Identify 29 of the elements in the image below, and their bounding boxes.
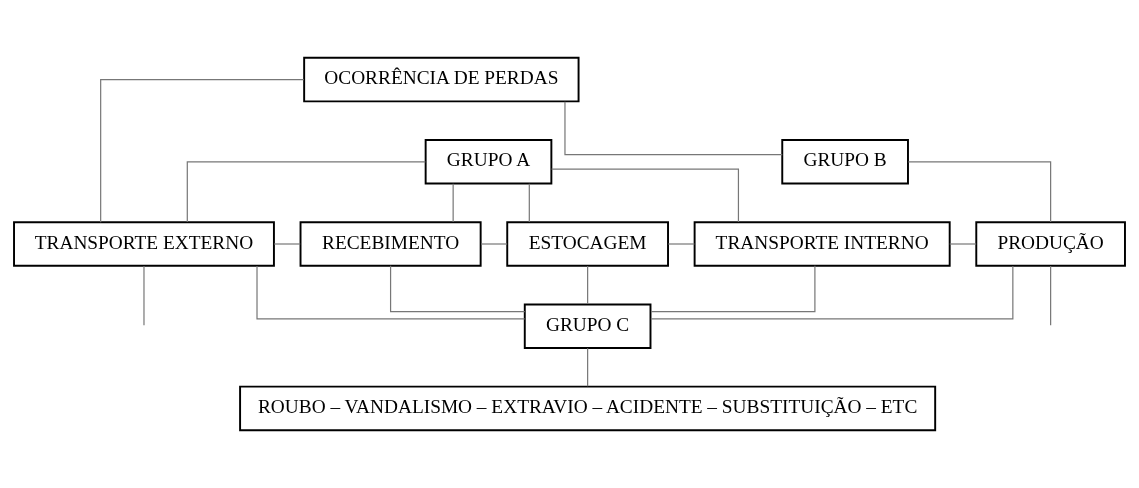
connector bbox=[256, 265, 526, 320]
node-box: GRUPO B bbox=[781, 139, 909, 185]
connector bbox=[273, 243, 301, 245]
node-box: OCORRÊNCIA DE PERDAS bbox=[303, 56, 580, 103]
connector bbox=[564, 101, 783, 156]
connector bbox=[907, 161, 1052, 223]
connector bbox=[650, 265, 1014, 320]
connector bbox=[480, 243, 508, 245]
connector bbox=[1050, 265, 1052, 326]
connector bbox=[528, 183, 530, 223]
connector bbox=[667, 243, 696, 245]
connector bbox=[452, 183, 454, 223]
connector bbox=[587, 347, 589, 387]
node-box: TRANSPORTE EXTERNO bbox=[13, 221, 275, 267]
connector bbox=[949, 243, 977, 245]
connector bbox=[100, 79, 305, 223]
connector bbox=[650, 265, 816, 313]
node-box: ROUBO – VANDALISMO – EXTRAVIO – ACIDENTE – SUBSTITUIÇÃO – ETC bbox=[239, 385, 937, 432]
node-box: ESTOCAGEM bbox=[506, 221, 669, 267]
connector bbox=[550, 168, 740, 223]
node-box: GRUPO A bbox=[424, 139, 553, 185]
connector bbox=[587, 265, 589, 305]
connector bbox=[143, 265, 145, 326]
node-box: TRANSPORTE INTERNO bbox=[693, 221, 951, 267]
node-box: PRODUÇÃO bbox=[975, 221, 1126, 267]
connector bbox=[390, 265, 526, 313]
node-box: GRUPO C bbox=[523, 303, 652, 349]
node-box: RECEBIMENTO bbox=[299, 221, 482, 267]
connector bbox=[186, 161, 426, 223]
